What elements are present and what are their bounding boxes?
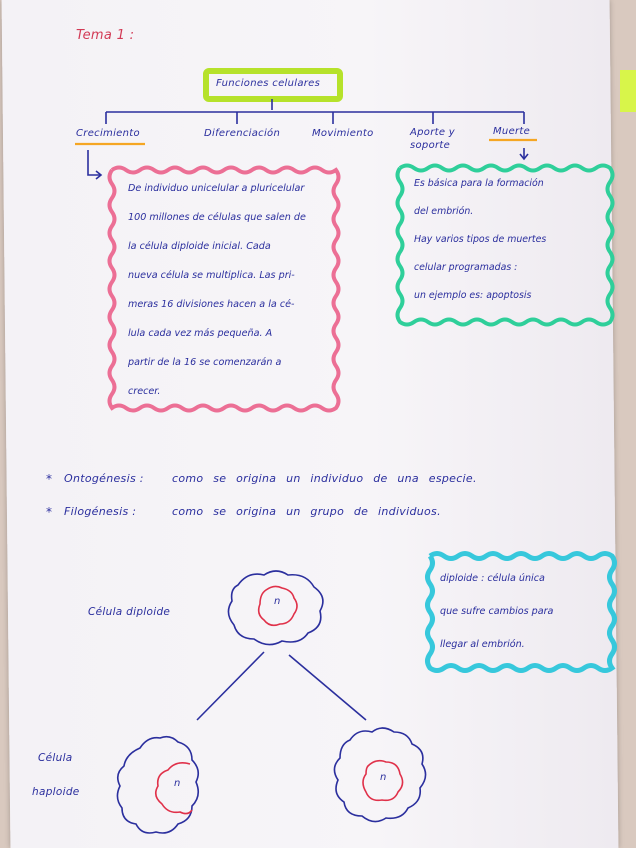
haploid-cell-label-line1: Célula [38,752,73,764]
diploid-nucleus-glyph: n [274,596,281,607]
haploid-cell-label-line2: haploide [32,786,80,798]
branch-muerte: Muerte [493,126,531,137]
diploid-cell-nucleus [257,585,298,627]
branch-movimiento: Movimiento [312,128,374,139]
death-line: un ejemplo es: apoptosis [414,290,532,301]
growth-description: De individuo unicelular a pluricelular 1… [128,174,306,406]
definition-term-ontogenesis: Ontogénesis : [64,472,144,485]
note-line: diploide : célula única [440,573,545,584]
haploid-cell-right-membrane [333,727,427,823]
branch-crecimiento: Crecimiento [76,128,140,139]
death-line: Hay varios tipos de muertes [414,234,547,245]
root-highlight [203,68,343,102]
death-description: Es básica para la formación del embrión.… [414,170,546,310]
death-wavy-border [395,163,615,327]
branch-diferenciacion: Diferenciación [204,128,281,139]
growth-wavy-border [107,165,341,413]
death-line: Es básica para la formación [414,178,544,189]
bullet-star: * [46,505,53,519]
definition-text-filogenesis: como se origina un grupo de individuos. [172,505,441,518]
definition-term-filogenesis: Filogénesis : [64,505,137,518]
diploid-cell-label: Célula diploide [88,606,171,618]
growth-line: crecer. [128,386,161,397]
note-line: que sufre cambios para [440,606,554,617]
death-line: celular programadas : [414,262,518,273]
growth-line: nueva célula se multiplica. Las pri- [128,270,295,281]
note-wavy-border [425,551,617,673]
branch-aporte-soporte: Aporte y soporte [410,127,455,151]
growth-line: meras 16 divisiones hacen a la cé- [128,299,295,310]
growth-line: la célula diploide inicial. Cada [128,241,271,252]
growth-line: 100 millones de células que salen de [128,212,306,223]
sticky-tab [620,70,636,112]
haploid-right-nucleus-glyph: n [380,772,387,783]
diploid-note: diploide : célula única que sufre cambio… [440,562,553,661]
death-line: del embrión. [414,206,474,217]
haploid-cell-left-nucleus [154,762,193,815]
haploid-left-nucleus-glyph: n [174,778,181,789]
growth-line: partir de la 16 se comenzarán a [128,357,282,368]
growth-line: lula cada vez más pequeña. A [128,328,273,339]
concept-map-root: Funciones celulares [216,78,321,89]
diploid-cell-membrane [227,570,324,646]
haploid-cell-right-nucleus [362,759,404,802]
bullet-star: * [46,472,53,486]
note-line: llegar al embrión. [440,639,525,650]
definition-text-ontogenesis: como se origina un individuo de una espe… [172,472,477,485]
haploid-cell-left-membrane [116,735,200,834]
growth-line: De individuo unicelular a pluricelular [128,183,305,194]
page-title: Tema 1 : [76,28,135,43]
tree-lines [87,99,529,721]
